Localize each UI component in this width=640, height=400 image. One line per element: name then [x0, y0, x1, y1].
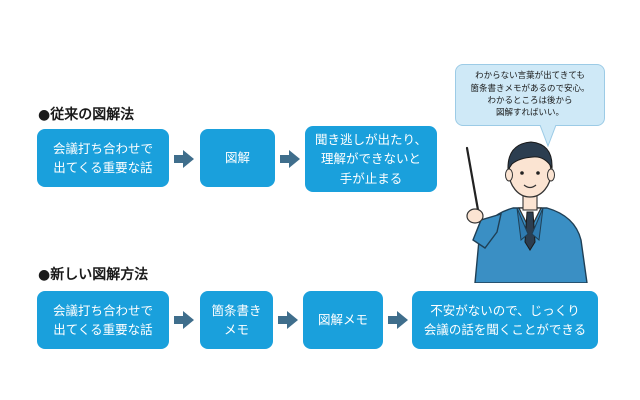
- new-method-title: ●新しい図解方法: [38, 267, 149, 283]
- new-step-bullet-memo: 箇条書き メモ: [200, 291, 273, 349]
- speech-bubble: わからない言葉が出てきても 箇条書きメモがあるので安心。 わかるところは後から …: [455, 64, 605, 126]
- traditional-method-title: ●従来の図解法: [38, 107, 135, 123]
- right-arrow-icon: [174, 150, 194, 168]
- new-step-result: 不安がないので、じっくり 会議の話を聞くことができる: [412, 291, 598, 349]
- right-arrow-icon: [174, 311, 194, 329]
- right-arrow-icon: [280, 150, 300, 168]
- traditional-step-diagram: 図解: [200, 129, 275, 187]
- speech-bubble-tail: [539, 125, 557, 147]
- new-step-diagram-memo: 図解メモ: [303, 291, 383, 349]
- traditional-step-meeting: 会議打ち合わせで 出てくる重要な話: [37, 129, 169, 187]
- right-arrow-icon: [388, 311, 408, 329]
- traditional-step-result: 聞き逃しが出たり、 理解ができないと 手が止まる: [305, 126, 437, 192]
- new-step-meeting: 会議打ち合わせで 出てくる重要な話: [37, 291, 169, 349]
- presenter-illustration: [465, 141, 588, 283]
- right-arrow-icon: [278, 311, 298, 329]
